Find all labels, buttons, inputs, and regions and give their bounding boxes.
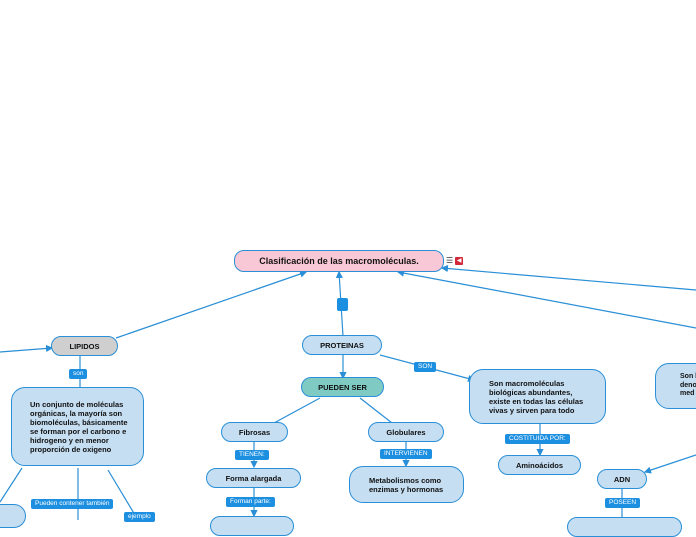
node-lipidos-definition-text: Un conjunto de moléculas orgánicas, la m… (30, 399, 128, 454)
node-right-partial[interactable]: Son la re deno med (655, 363, 696, 409)
node-globulares[interactable]: Globulares (368, 422, 444, 442)
node-proteinas[interactable]: PROTEINAS (302, 335, 382, 355)
node-adn-label: ADN (613, 474, 631, 484)
node-aminoacidos[interactable]: Aminoácidos (498, 455, 581, 475)
link-pueden-fibrosas (273, 397, 321, 424)
node-proteinas-definition[interactable]: Son macromoléculas biológicas abundantes… (469, 369, 606, 424)
link-pueden-globulares (359, 397, 393, 424)
link-right-root-2 (396, 269, 696, 329)
node-lipidos-definition[interactable]: Un conjunto de moléculas orgánicas, la m… (11, 387, 144, 466)
link-root-lipidos (115, 270, 308, 339)
root-title: Clasificación de las macromoléculas. (259, 255, 419, 266)
node-forma-alargada[interactable]: Forma alargada (206, 468, 301, 488)
tag-ejemplo: ejemplo (124, 512, 155, 522)
collapse-toggle-icon[interactable] (337, 298, 348, 311)
node-right-partial-text: Son la re deno med (680, 373, 696, 398)
tag-tienen: TIENEN: (235, 450, 269, 460)
node-partial-bottom-left[interactable] (0, 504, 26, 528)
tag-son-lipidos: son (69, 369, 88, 379)
root-icons: ☰ ◀ (446, 256, 464, 265)
node-pueden-ser-label: PUEDEN SER (318, 382, 367, 392)
tag-intervienen: INTERVIENEN (380, 449, 432, 459)
node-lipidos[interactable]: LIPIDOS (51, 336, 118, 356)
link-left-lipidos (0, 344, 54, 353)
node-fibrosas[interactable]: Fibrosas (221, 422, 288, 442)
node-partial-bottom-center[interactable] (210, 516, 294, 536)
node-partial-bottom-right[interactable] (567, 517, 682, 537)
link-def-bottom-left (0, 467, 23, 503)
tag-poseen: POSEEN (605, 498, 641, 508)
node-pueden-ser[interactable]: PUEDEN SER (301, 377, 384, 397)
node-fibrosas-label: Fibrosas (238, 427, 271, 437)
node-forma-alargada-label: Forma alargada (225, 473, 282, 483)
connector-lines (0, 264, 696, 520)
tag-son-proteinas: SON (414, 362, 437, 372)
notes-icon[interactable]: ☰ (446, 256, 454, 265)
tag-constituida-por: COSTITUIDA POR: (505, 434, 570, 444)
root-node[interactable]: Clasificación de las macromoléculas. (234, 250, 444, 272)
link-right-root-1 (440, 264, 696, 291)
node-proteinas-label: PROTEINAS (320, 340, 364, 350)
tag-pueden-contener: Pueden contener también (31, 499, 114, 509)
link-right-adn (643, 454, 696, 474)
node-metabolismos-text: Metabolismos como enzimas y hormonas (369, 475, 444, 494)
node-aminoacidos-label: Aminoácidos (515, 460, 564, 470)
tag-forman-parte: Forman parte: (226, 497, 275, 507)
node-metabolismos[interactable]: Metabolismos como enzimas y hormonas (349, 466, 464, 503)
node-proteinas-definition-text: Son macromoléculas biológicas abundantes… (489, 378, 584, 415)
node-adn[interactable]: ADN (597, 469, 647, 489)
pdf-icon[interactable]: ◀ (455, 257, 464, 265)
node-globulares-label: Globulares (386, 427, 426, 437)
node-lipidos-label: LIPIDOS (69, 341, 100, 351)
link-def-bottom-right (107, 469, 139, 520)
